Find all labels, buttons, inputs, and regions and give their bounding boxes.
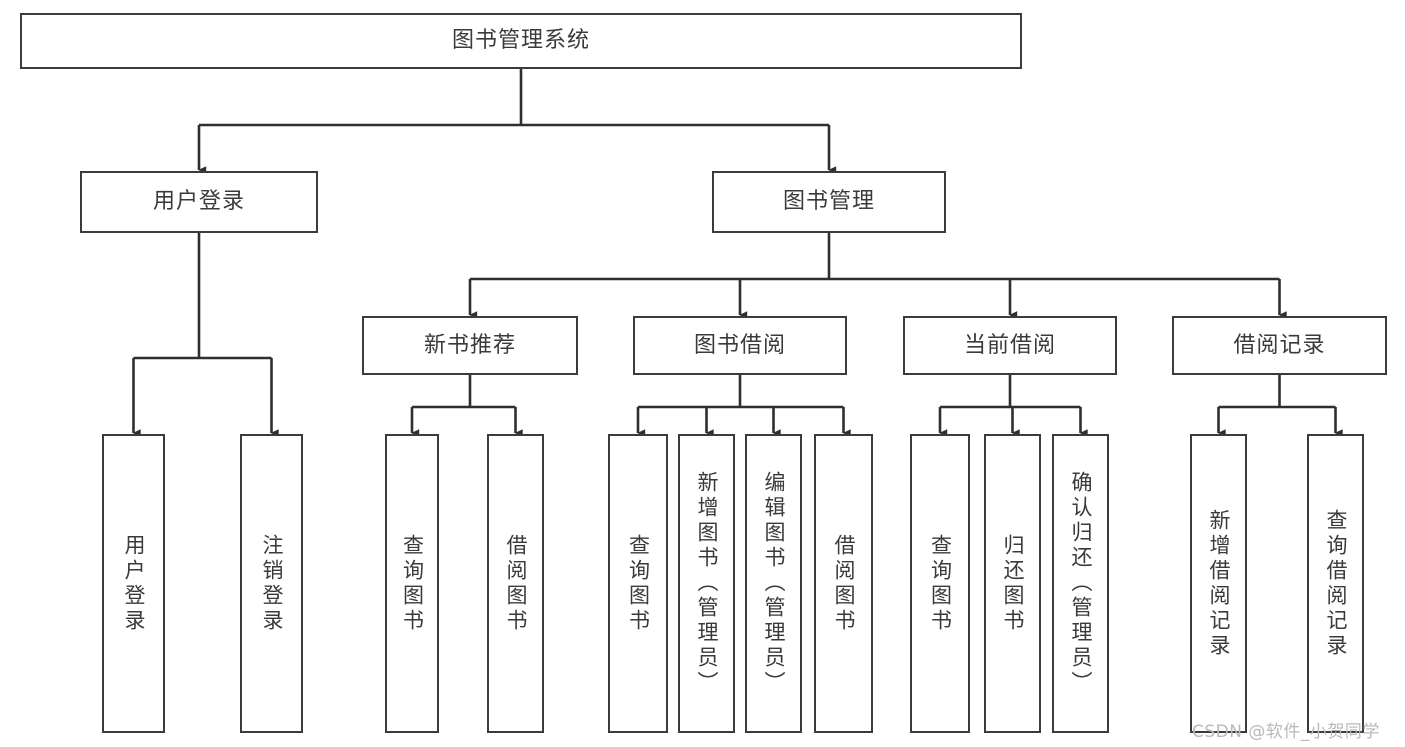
node-label: 新增图书（管理员） [695,471,719,696]
node-label: 借阅记录 [1233,332,1326,358]
node-label: 借阅图书 [832,533,856,634]
node-book-manage[interactable]: 图书管理 [712,171,946,233]
node-leaf-user-login[interactable]: 用户登录 [102,434,165,733]
node-label: 查询图书 [928,533,953,634]
node-label: 新书推荐 [423,332,516,358]
node-label: 查询图书 [626,533,651,634]
node-label: 图书借阅 [693,332,786,358]
node-label: 编辑图书（管理员） [762,471,786,696]
node-label: 用户登录 [152,189,245,215]
node-root[interactable]: 图书管理系统 [20,13,1022,69]
node-new-book-recommend[interactable]: 新书推荐 [362,316,578,375]
node-leaf-edit-book[interactable]: 编辑图书（管理员） [745,434,802,733]
node-label: 图书管理 [782,189,875,215]
node-label: 用户登录 [122,533,146,634]
node-label: 查询图书 [400,533,425,634]
node-leaf-borrow-book[interactable]: 借阅图书 [814,434,873,733]
node-leaf-borrow-book-recommend[interactable]: 借阅图书 [487,434,544,733]
node-leaf-return-book[interactable]: 归还图书 [984,434,1041,733]
node-label: 图书管理系统 [451,28,590,54]
node-label: 查询借阅记录 [1324,508,1348,659]
node-leaf-logout[interactable]: 注销登录 [240,434,303,733]
csdn-watermark: CSDN @软件_小贺同学 [1192,722,1380,742]
node-leaf-query-book-borrow[interactable]: 查询图书 [608,434,668,733]
node-leaf-query-book-current[interactable]: 查询图书 [910,434,970,733]
node-leaf-query-record[interactable]: 查询借阅记录 [1307,434,1364,733]
node-leaf-add-book[interactable]: 新增图书（管理员） [678,434,735,733]
node-label: 注销登录 [260,533,284,634]
node-book-borrow[interactable]: 图书借阅 [633,316,847,375]
node-label: 当前借阅 [963,332,1056,358]
node-label: 确认归还（管理员） [1069,471,1093,696]
node-label: 归还图书 [1001,533,1025,634]
node-leaf-add-record[interactable]: 新增借阅记录 [1190,434,1247,733]
node-current-borrow[interactable]: 当前借阅 [903,316,1117,375]
node-label: 新增借阅记录 [1207,508,1231,659]
node-leaf-confirm-return[interactable]: 确认归还（管理员） [1052,434,1109,733]
node-user-login[interactable]: 用户登录 [80,171,318,233]
node-borrow-record[interactable]: 借阅记录 [1172,316,1387,375]
node-leaf-query-book-recommend[interactable]: 查询图书 [385,434,439,733]
node-label: 借阅图书 [504,533,528,634]
